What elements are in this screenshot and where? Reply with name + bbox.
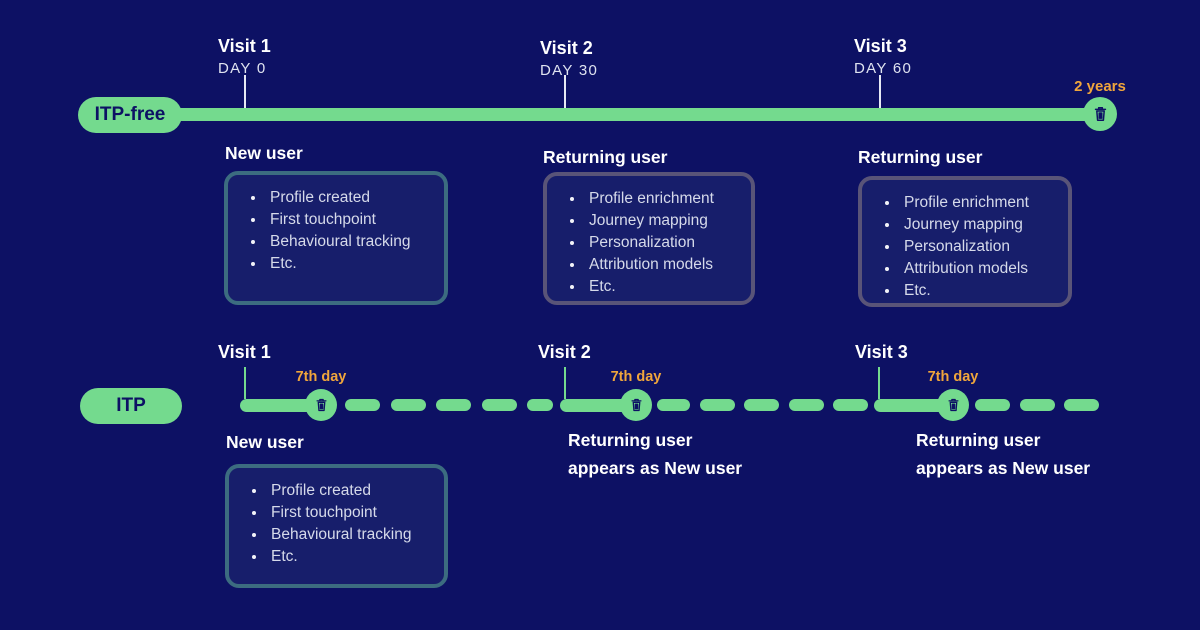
visit1-tick-itp-free bbox=[244, 75, 246, 108]
visit3-capabilities-box-itp-free: Profile enrichment Journey mapping Perso… bbox=[858, 176, 1072, 307]
two-years-label: 2 years bbox=[1074, 78, 1126, 95]
visit1-title-itp: Visit 1 bbox=[218, 342, 271, 362]
itp-free-pill-label: ITP-free bbox=[94, 104, 166, 125]
itp-free-pill: ITP-free bbox=[78, 97, 182, 133]
user-type-line1: Returning user bbox=[568, 430, 693, 450]
itp-dashed-gap-3 bbox=[975, 399, 1099, 411]
list-item: Personalization bbox=[900, 236, 1058, 258]
user-type-line2: appears as New user bbox=[916, 458, 1091, 478]
list-item: Behavioural tracking bbox=[267, 524, 434, 546]
data-deletion-node-visit1 bbox=[305, 389, 337, 421]
list-item: Profile created bbox=[266, 187, 434, 209]
visit2-title-itp-free: Visit 2 bbox=[540, 38, 593, 58]
trash-icon bbox=[1092, 105, 1109, 123]
visit2-user-type-itp-free: Returning user bbox=[543, 147, 668, 167]
visit1-title-itp-free: Visit 1 bbox=[218, 36, 271, 56]
data-deletion-node-2-years bbox=[1083, 97, 1117, 131]
capabilities-list: Profile created First touchpoint Behavio… bbox=[241, 480, 434, 568]
list-item: Profile enrichment bbox=[585, 188, 741, 210]
list-item: First touchpoint bbox=[267, 502, 434, 524]
timeline-dash bbox=[657, 399, 690, 411]
timeline-dash bbox=[390, 399, 426, 411]
visit3-title-itp-free: Visit 3 bbox=[854, 36, 907, 56]
list-item: Journey mapping bbox=[900, 214, 1058, 236]
itp-timeline-segment-2 bbox=[560, 399, 638, 412]
visit2-tick-itp bbox=[564, 367, 566, 399]
list-item: Profile enrichment bbox=[900, 192, 1058, 214]
itp-timeline-segment-3 bbox=[874, 399, 955, 412]
timeline-dash bbox=[975, 399, 1010, 411]
visit3-day-label: DAY 60 bbox=[854, 60, 913, 77]
list-item: First touchpoint bbox=[266, 209, 434, 231]
data-deletion-node-visit2 bbox=[620, 389, 652, 421]
timeline-dash bbox=[744, 399, 779, 411]
timeline-dash bbox=[345, 399, 380, 411]
data-deletion-node-visit3 bbox=[937, 389, 969, 421]
visit2-capabilities-box-itp-free: Profile enrichment Journey mapping Perso… bbox=[543, 172, 755, 305]
user-type-line2: appears as New user bbox=[568, 458, 743, 478]
capabilities-list: Profile enrichment Journey mapping Perso… bbox=[559, 188, 741, 298]
itp-timeline-segment-1 bbox=[240, 399, 323, 412]
visit1-user-type-itp: New user bbox=[226, 432, 304, 452]
visit1-capabilities-box-itp: Profile created First touchpoint Behavio… bbox=[225, 464, 448, 588]
trash-icon bbox=[314, 397, 329, 413]
timeline-dash bbox=[436, 399, 471, 411]
timeline-dash bbox=[833, 399, 868, 411]
trash-icon bbox=[629, 397, 644, 413]
itp-pill: ITP bbox=[80, 388, 182, 424]
visit3-title-itp: Visit 3 bbox=[855, 342, 908, 362]
visit3-tick-itp-free bbox=[879, 75, 881, 108]
visit2-7th-day-label: 7th day bbox=[610, 369, 662, 385]
list-item: Personalization bbox=[585, 232, 741, 254]
visit3-7th-day-label: 7th day bbox=[927, 369, 979, 385]
visit1-user-type-itp-free: New user bbox=[225, 143, 303, 163]
timeline-dash bbox=[788, 399, 824, 411]
timeline-dash bbox=[1064, 399, 1099, 411]
visit2-title-itp: Visit 2 bbox=[538, 342, 591, 362]
list-item: Etc. bbox=[267, 546, 434, 568]
visit3-tick-itp bbox=[878, 367, 880, 399]
user-type-line1: Returning user bbox=[916, 430, 1041, 450]
list-item: Attribution models bbox=[900, 258, 1058, 280]
visit2-tick-itp-free bbox=[564, 75, 566, 108]
capabilities-list: Profile enrichment Journey mapping Perso… bbox=[874, 192, 1058, 302]
visit3-user-type-itp-free: Returning user bbox=[858, 147, 983, 167]
list-item: Journey mapping bbox=[585, 210, 741, 232]
itp-dashed-gap-2 bbox=[657, 399, 868, 411]
visit1-day-label: DAY 0 bbox=[218, 60, 267, 77]
itp-dashed-gap-1 bbox=[345, 399, 553, 411]
timeline-dash bbox=[699, 399, 735, 411]
visit1-capabilities-box-itp-free: Profile created First touchpoint Behavio… bbox=[224, 171, 448, 305]
itp-pill-label: ITP bbox=[116, 395, 146, 416]
visit2-day-label: DAY 30 bbox=[540, 62, 599, 79]
list-item: Etc. bbox=[900, 280, 1058, 302]
capabilities-list: Profile created First touchpoint Behavio… bbox=[240, 187, 434, 275]
list-item: Attribution models bbox=[585, 254, 741, 276]
list-item: Profile created bbox=[267, 480, 434, 502]
list-item: Etc. bbox=[585, 276, 741, 298]
trash-icon bbox=[946, 397, 961, 413]
timeline-dash bbox=[1019, 399, 1055, 411]
visit1-tick-itp bbox=[244, 367, 246, 399]
visit3-user-type-itp: Returning user appears as New user bbox=[916, 426, 1090, 482]
list-item: Behavioural tracking bbox=[266, 231, 434, 253]
list-item: Etc. bbox=[266, 253, 434, 275]
visit1-7th-day-label: 7th day bbox=[295, 369, 347, 385]
timeline-dash bbox=[481, 399, 517, 411]
itp-free-timeline-bar bbox=[140, 108, 1100, 121]
timeline-dash bbox=[527, 399, 553, 411]
visit2-user-type-itp: Returning user appears as New user bbox=[568, 426, 742, 482]
